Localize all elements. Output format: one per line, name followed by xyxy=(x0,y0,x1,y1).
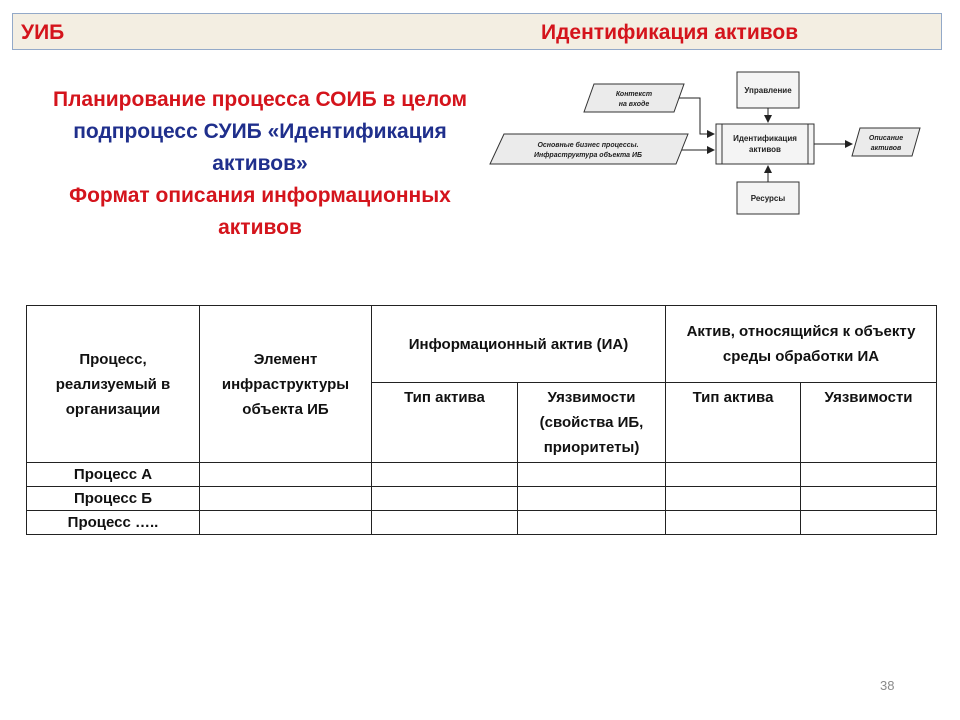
table-cell xyxy=(199,510,372,535)
business-label-2: Инфраструктура объекта ИБ xyxy=(534,151,642,159)
management-label: Управление xyxy=(744,86,792,95)
row-process-label: Процесс А xyxy=(26,462,200,487)
output-label-2: активов xyxy=(871,145,902,152)
page-number: 38 xyxy=(880,678,895,693)
resources-label: Ресурсы xyxy=(751,194,786,203)
header-vuln-1: Уязвимости (свойства ИБ, приоритеты) xyxy=(516,382,667,463)
table-cell xyxy=(516,510,667,535)
context-label-2: на входе xyxy=(619,100,650,108)
asset-description-table: Процесс, реализуемый в организации Элеме… xyxy=(26,305,938,535)
context-label-1: Контекст xyxy=(616,91,652,98)
header-slide-title: Идентификация активов xyxy=(541,21,799,44)
resources-box xyxy=(736,181,800,215)
center-label-1: Идентификация xyxy=(733,134,797,143)
table-cell xyxy=(199,462,372,487)
table-cell xyxy=(371,486,518,511)
table-row: Процесс А xyxy=(26,462,938,487)
management-box xyxy=(736,71,800,109)
row-process-label: Процесс Б xyxy=(26,486,200,511)
header-type-1: Тип актива xyxy=(371,382,518,463)
table-cell xyxy=(516,486,667,511)
process-diagram: Контекст на входе Основные бизнес процес… xyxy=(489,71,921,215)
output-label-1: Описание xyxy=(869,135,903,142)
context-arrow xyxy=(679,97,715,138)
center-label-2: активов xyxy=(749,145,781,154)
header-related-asset: Актив, относящийся к объекту среды обраб… xyxy=(665,305,938,383)
title-line-3: активов» xyxy=(212,152,308,175)
title-line-5: активов xyxy=(218,216,302,239)
header-process: Процесс, реализуемый в организации xyxy=(26,305,200,463)
table-cell xyxy=(199,486,372,511)
table-cell xyxy=(800,462,938,487)
table-cell xyxy=(371,462,518,487)
table-cell xyxy=(800,510,938,535)
table-cell xyxy=(665,510,802,535)
title-line-4: Формат описания информационных xyxy=(69,184,451,207)
business-label-1: Основные бизнес процессы. xyxy=(537,141,638,149)
header-type-2: Тип актива xyxy=(665,382,802,463)
center-box xyxy=(715,123,815,165)
table-cell xyxy=(665,486,802,511)
slide-title-block: Планирование процесса СОИБ в целом подпр… xyxy=(20,84,500,244)
title-line-1: Планирование процесса СОИБ в целом xyxy=(52,88,468,111)
table-cell xyxy=(371,510,518,535)
output-shape xyxy=(851,127,921,157)
title-line-2: подпроцесс СУИБ «Идентификация xyxy=(73,120,447,143)
header-element: Элемент инфраструктуры объекта ИБ xyxy=(199,305,372,463)
header-bar: УИБ Идентификация активов xyxy=(12,13,942,50)
table-cell xyxy=(800,486,938,511)
table-row: Процесс ….. xyxy=(26,510,938,535)
header-info-asset: Информационный актив (ИА) xyxy=(370,305,667,383)
header-vuln-2: Уязвимости xyxy=(800,382,938,463)
table-row: Процесс Б xyxy=(26,486,938,511)
table-cell xyxy=(516,462,667,487)
business-shape xyxy=(489,133,689,165)
header-section-label: УИБ xyxy=(21,21,65,44)
context-shape xyxy=(583,83,685,113)
row-process-label: Процесс ….. xyxy=(26,510,200,535)
table-cell xyxy=(665,462,802,487)
